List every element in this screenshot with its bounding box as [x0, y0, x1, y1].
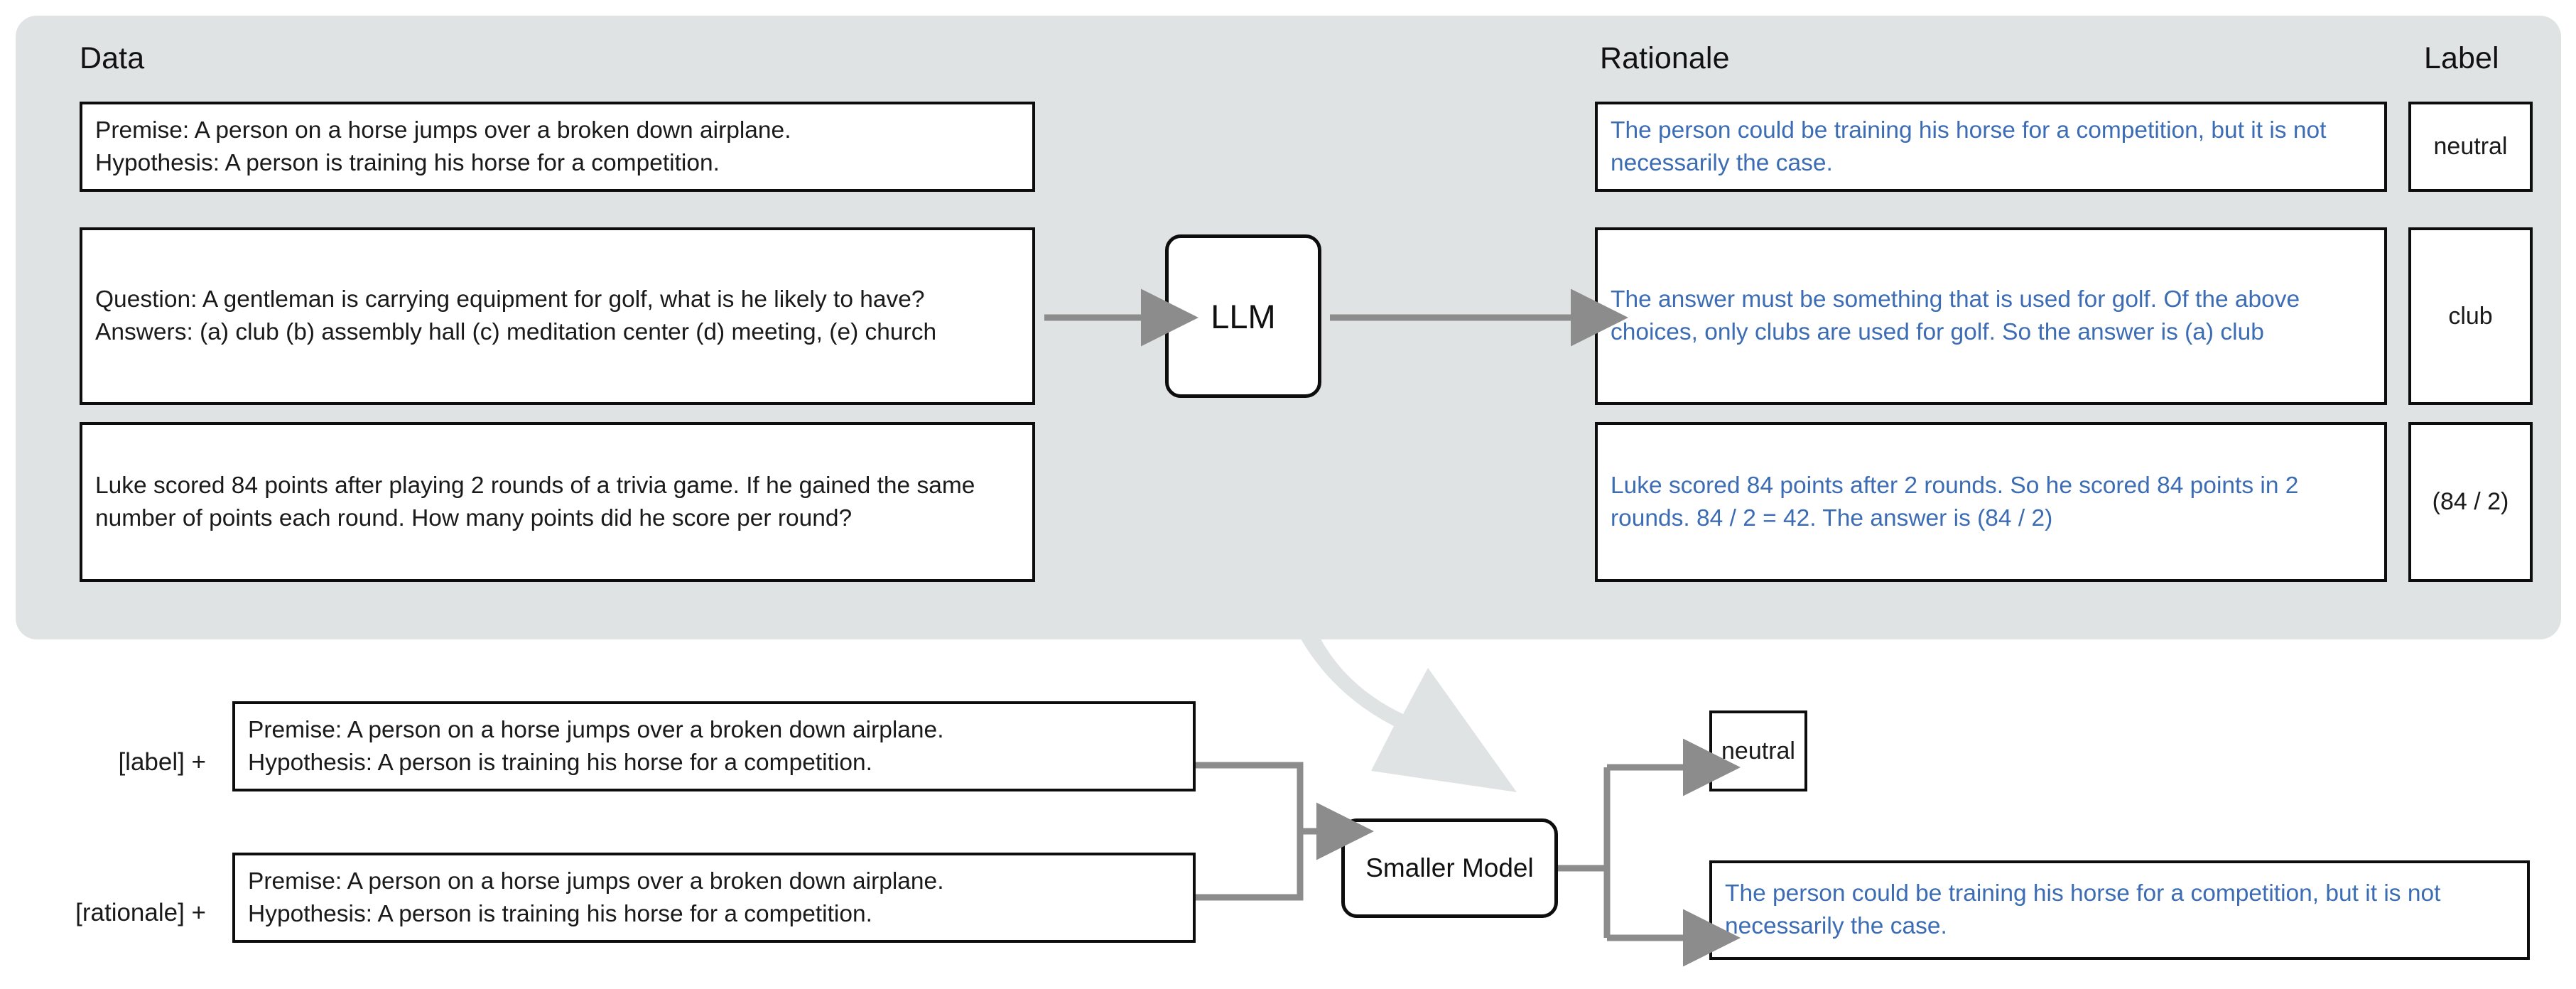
rationale-box-nli[interactable]: The person could be training his horse f…: [1595, 102, 2387, 192]
data-box-commonsense-qa-text: Question: A gentleman is carrying equipm…: [95, 286, 937, 345]
arrow-smaller-model-to-outputs: [1558, 738, 1741, 967]
label-box-nli-text: neutral: [2433, 133, 2508, 160]
bottom-input-prefix-label: [label] +: [118, 748, 206, 776]
data-box-nli[interactable]: Premise: A person on a horse jumps over …: [80, 102, 1035, 192]
smaller-model-label: Smaller Model: [1365, 853, 1534, 882]
data-box-math-word-problem-text: Luke scored 84 points after playing 2 ro…: [95, 472, 975, 531]
arrow-inputs-to-smaller-model: [1196, 762, 1374, 901]
smaller-model-box[interactable]: Smaller Model: [1341, 818, 1558, 918]
data-box-math-word-problem[interactable]: Luke scored 84 points after playing 2 ro…: [80, 422, 1035, 582]
rationale-box-math-word-problem-text: Luke scored 84 points after 2 rounds. So…: [1611, 472, 2299, 531]
column-header-data: Data: [80, 41, 145, 75]
bottom-output-box-label-text: neutral: [1721, 737, 1795, 764]
bottom-input-box-label[interactable]: Premise: A person on a horse jumps over …: [232, 701, 1196, 791]
rationale-box-math-word-problem[interactable]: Luke scored 84 points after 2 rounds. So…: [1595, 422, 2387, 582]
bottom-input-prefix-rationale: [rationale] +: [75, 899, 206, 926]
rationale-box-commonsense-qa[interactable]: The answer must be something that is use…: [1595, 227, 2387, 405]
llm-model-label: LLM: [1211, 297, 1276, 335]
bottom-output-box-rationale-text: The person could be training his horse f…: [1725, 880, 2441, 939]
rationale-box-nli-text: The person could be training his horse f…: [1611, 117, 2327, 176]
label-box-commonsense-qa-text: club: [2448, 302, 2493, 330]
label-box-commonsense-qa[interactable]: club: [2408, 227, 2533, 405]
data-box-nli-text: Premise: A person on a horse jumps over …: [95, 117, 791, 176]
llm-model-box[interactable]: LLM: [1165, 234, 1321, 398]
label-box-math-word-problem-text: (84 / 2): [2432, 488, 2509, 515]
column-header-rationale: Rationale: [1600, 41, 1730, 75]
data-box-commonsense-qa[interactable]: Question: A gentleman is carrying equipm…: [80, 227, 1035, 405]
label-box-nli[interactable]: neutral: [2408, 102, 2533, 192]
bottom-output-box-rationale[interactable]: The person could be training his horse f…: [1709, 860, 2530, 960]
label-box-math-word-problem[interactable]: (84 / 2): [2408, 422, 2533, 582]
bottom-input-box-rationale[interactable]: Premise: A person on a horse jumps over …: [232, 853, 1196, 943]
column-header-label: Label: [2424, 41, 2499, 75]
rationale-box-commonsense-qa-text: The answer must be something that is use…: [1611, 286, 2300, 345]
bottom-input-box-rationale-text: Premise: A person on a horse jumps over …: [248, 868, 944, 927]
bottom-output-box-label[interactable]: neutral: [1709, 710, 1807, 791]
bottom-input-box-label-text: Premise: A person on a horse jumps over …: [248, 716, 944, 776]
